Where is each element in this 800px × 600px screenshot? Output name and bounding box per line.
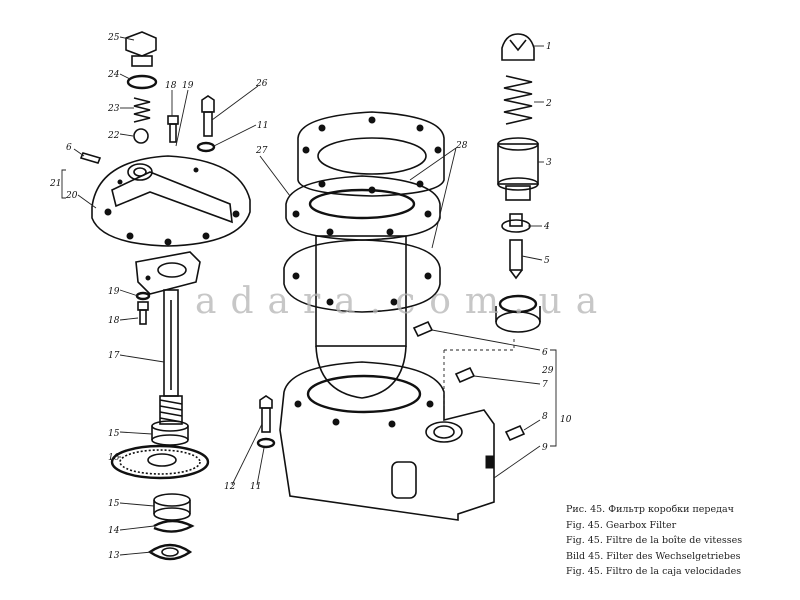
label-18-top: 18: [165, 81, 177, 91]
valve-seat-4: [501, 213, 531, 233]
figure-caption: Рис. 45. Фильтр коробки передач Fig. 45.…: [566, 502, 796, 580]
pin-8: [504, 424, 526, 442]
caption-line-en: Fig. 45. Gearbox Filter: [566, 519, 677, 531]
label-14: 14: [108, 526, 120, 536]
plug-bolt-25: [125, 31, 157, 67]
pin-6-left: [79, 152, 102, 164]
pin-6-center: [412, 320, 434, 338]
label-11-bottom: 11: [250, 482, 261, 492]
label-8: 8: [542, 412, 548, 422]
bushing-15-top: [151, 420, 189, 446]
label-29: 29: [541, 366, 554, 376]
label-16: 16: [108, 453, 120, 463]
label-13: 13: [108, 551, 120, 561]
label-20: 20: [65, 191, 78, 201]
caption-line-de: Bild 45. Filter des Wechselgetriebes: [566, 550, 741, 562]
filter-disc-16: [110, 444, 210, 480]
label-25: 25: [107, 33, 120, 43]
caption-line-fr: Fig. 45. Filtre de la boîte de vitesses: [566, 535, 743, 547]
label-23: 23: [107, 104, 120, 114]
gasket-27: [297, 111, 445, 197]
label-1: 1: [546, 42, 552, 52]
bushing-15-bottom: [153, 493, 191, 521]
pin-7: [454, 366, 476, 384]
bolt-18-lower: [137, 301, 149, 325]
ball-22: [133, 128, 149, 144]
label-7: 7: [542, 380, 548, 390]
spring-2: [503, 75, 533, 125]
label-3: 3: [546, 158, 552, 168]
bolt-26: [201, 95, 215, 137]
label-15-top: 15: [108, 429, 120, 439]
label-10: 10: [560, 415, 572, 425]
spring-23: [133, 97, 151, 123]
thread-17: [159, 399, 183, 423]
label-19-top: 19: [182, 81, 194, 91]
label-17: 17: [108, 351, 120, 361]
label-27: 27: [255, 146, 268, 156]
washer-11-bottom: [256, 437, 276, 449]
bolt-12: [259, 395, 273, 433]
label-21: 21: [49, 179, 61, 189]
part-labels: 1 2 3 4 5 6 7 8 9 10 11 11 12 13 14 15 1…: [49, 33, 572, 561]
label-18-lower: 18: [108, 316, 120, 326]
washer-24: [126, 74, 158, 90]
flange-plate-top: [135, 251, 201, 295]
housing-base: [279, 361, 495, 521]
label-26: 26: [255, 79, 268, 89]
label-9: 9: [542, 443, 548, 453]
caption-line-es: Fig. 45. Filtro de la caja velocidades: [566, 566, 742, 578]
label-4: 4: [543, 222, 550, 232]
label-2: 2: [545, 99, 552, 109]
label-19-lower: 19: [108, 287, 120, 297]
filter-body-cylinder: [315, 235, 407, 399]
valve-sleeve-3: [497, 137, 539, 201]
valve-cap-1: [501, 33, 535, 61]
label-5: 5: [544, 256, 550, 266]
label-22: 22: [107, 131, 120, 141]
small-bolt-18: [167, 115, 179, 143]
label-12: 12: [224, 482, 236, 492]
washer-11-top: [196, 141, 216, 153]
label-11-top: 11: [257, 121, 268, 131]
gasket-28-lower: [283, 239, 441, 313]
leader-lines: [61, 36, 557, 556]
label-28: 28: [455, 141, 468, 151]
filter-cover-20: [91, 155, 251, 247]
nut-13: [147, 543, 193, 561]
label-24: 24: [107, 70, 120, 80]
watermark-text: adara.com.ua: [195, 281, 611, 322]
bushing-6: [495, 294, 541, 333]
label-15-bottom: 15: [108, 499, 120, 509]
washer-19-lower: [135, 291, 151, 301]
label-6-left: 6: [66, 143, 72, 153]
valve-plunger-5: [509, 239, 523, 280]
snap-ring-14: [153, 519, 195, 533]
caption-line-ru: Рис. 45. Фильтр коробки передач: [566, 504, 734, 515]
label-6: 6: [542, 348, 548, 358]
